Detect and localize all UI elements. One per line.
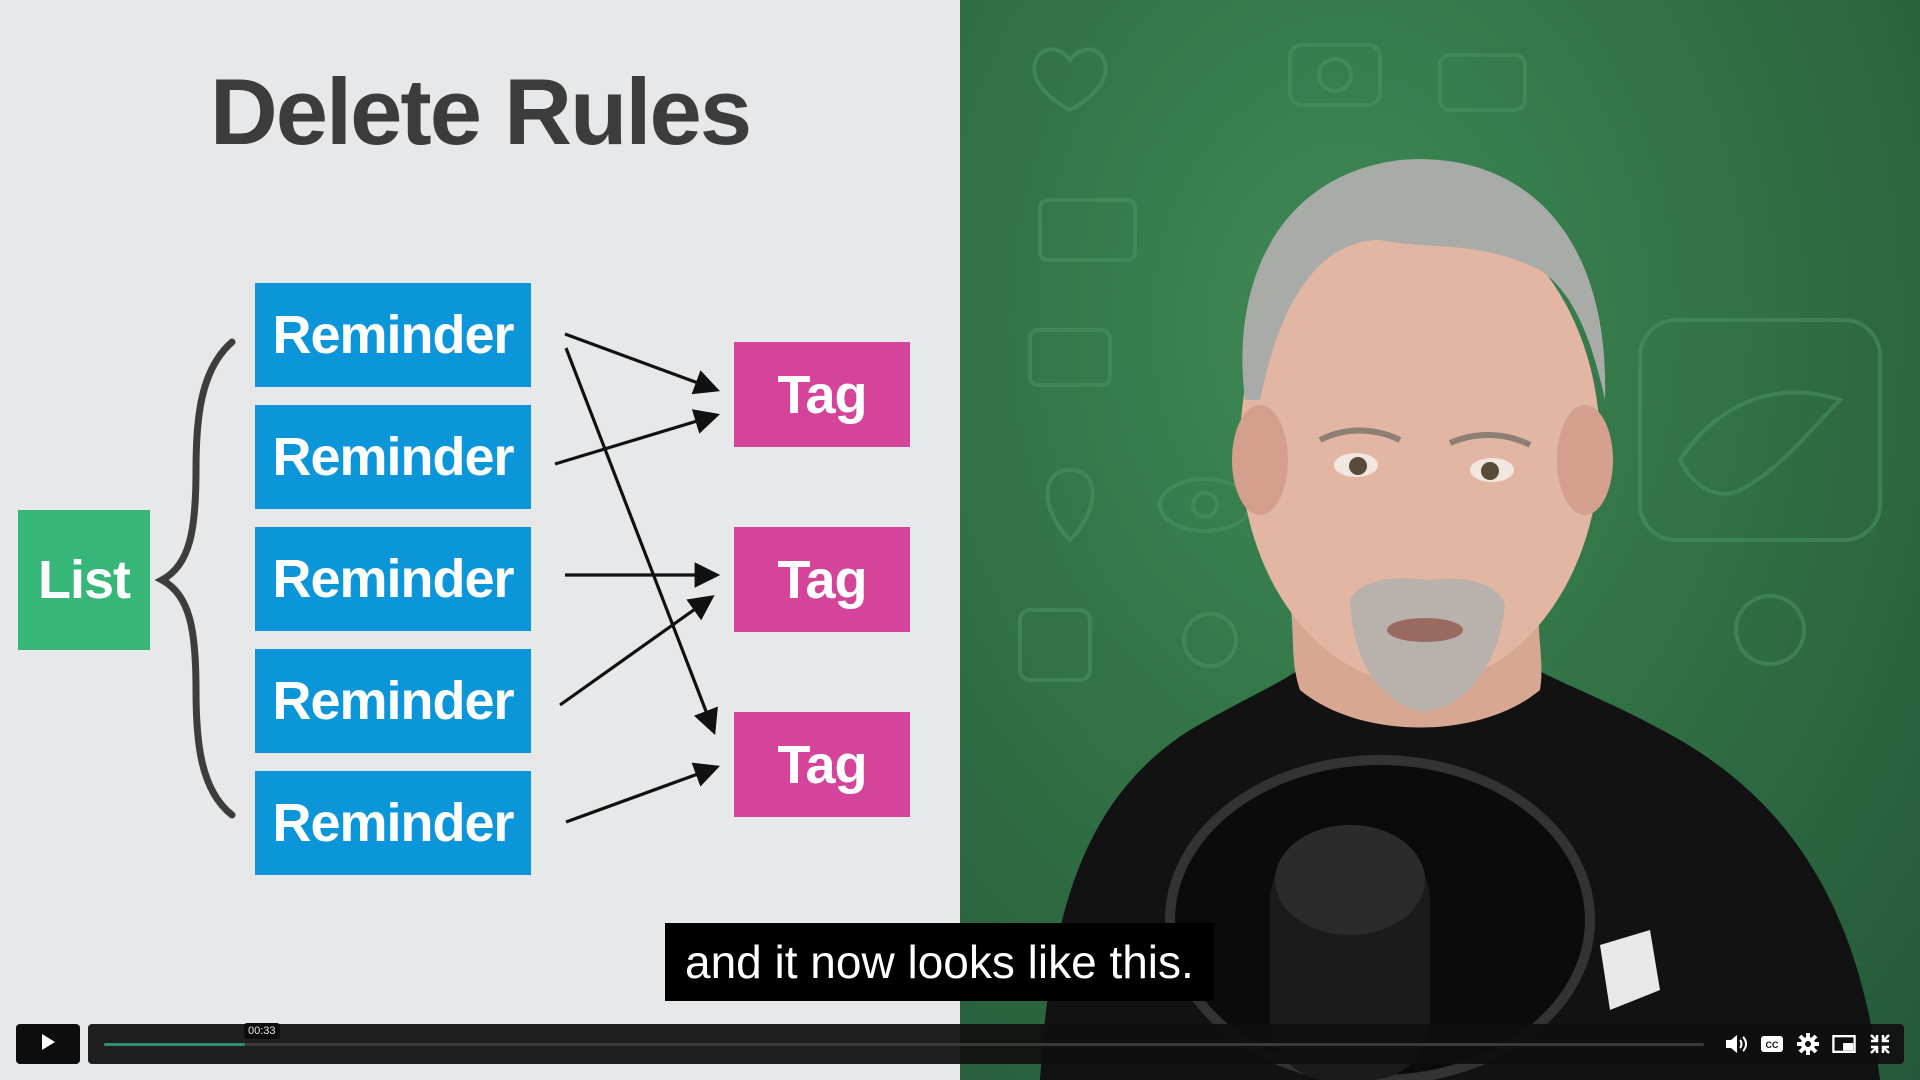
list-box: List — [18, 510, 150, 650]
tag-box: Tag — [734, 712, 910, 817]
progress-track[interactable]: 00:33 — [104, 1023, 1704, 1046]
play-icon — [40, 1033, 56, 1056]
reminder-box: Reminder — [255, 527, 531, 631]
tag-label: Tag — [777, 734, 868, 795]
volume-icon[interactable] — [1724, 1032, 1748, 1056]
tag-box: Tag — [734, 527, 910, 632]
tag-label: Tag — [777, 364, 868, 425]
relationship-arrows — [154, 332, 721, 824]
reminder-box: Reminder — [255, 405, 531, 509]
arrow-r2-t1 — [554, 409, 721, 466]
subtitle-caption: and it now looks like this. — [665, 923, 1214, 1001]
play-button[interactable] — [16, 1024, 80, 1064]
tag-box: Tag — [734, 342, 910, 447]
arrow-r4-t2 — [559, 595, 715, 707]
slide-panel: Delete Rules List Reminder Remi — [0, 0, 960, 1080]
tag-label: Tag — [777, 549, 868, 610]
reminder-box: Reminder — [255, 283, 531, 387]
reminder-label: Reminder — [272, 671, 514, 731]
list-label: List — [37, 550, 131, 610]
slide-title: Delete Rules — [209, 59, 752, 164]
player-controls: 00:33 CC — [0, 1020, 1920, 1080]
closed-captions-icon[interactable]: CC — [1760, 1032, 1784, 1056]
reminder-box: Reminder — [255, 771, 531, 875]
progress-fill — [104, 1043, 245, 1046]
reminder-box: Reminder — [255, 649, 531, 753]
presenter-image — [1018, 43, 1882, 1080]
presenter-video — [960, 0, 1920, 1080]
reminder-label: Reminder — [272, 793, 514, 853]
control-bar: 00:33 CC — [88, 1023, 1904, 1064]
exit-fullscreen-icon[interactable] — [1868, 1032, 1892, 1056]
picture-in-picture-icon[interactable] — [1832, 1032, 1856, 1056]
reminder-label: Reminder — [272, 305, 514, 365]
reminder-label: Reminder — [272, 549, 514, 609]
svg-text:CC: CC — [1766, 1040, 1779, 1050]
curly-brace — [154, 338, 236, 819]
arrow-r1-t1 — [564, 332, 721, 395]
reminder-label: Reminder — [272, 427, 514, 487]
settings-gear-icon[interactable] — [1796, 1032, 1820, 1056]
arrow-r5-t3 — [565, 762, 721, 824]
time-tooltip: 00:33 — [244, 1023, 280, 1039]
arrow-r1-t3 — [564, 347, 718, 735]
